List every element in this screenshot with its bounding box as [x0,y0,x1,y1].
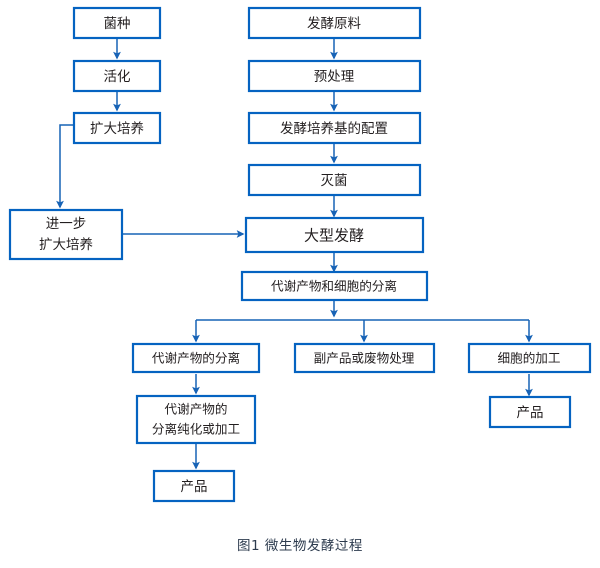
node-pretreatment[interactable]: 预处理 [247,59,422,93]
node-expand-culture-label: 扩大培养 [90,121,144,137]
node-cell-processing-label: 细胞的加工 [498,351,561,366]
node-metabolite-separation-label: 代谢产物的分离 [152,351,240,366]
edge-layer [56,38,533,470]
node-further-expand-culture-label-line1: 进一步 [46,216,87,232]
node-further-expand-culture-label-line2: 扩大培养 [39,237,93,253]
node-large-fermentation-label: 大型发酵 [304,227,364,245]
node-purification-label-line2: 分离纯化或加工 [152,422,240,437]
node-product-right[interactable]: 产品 [488,395,572,429]
node-further-expand-culture[interactable]: 进一步 扩大培养 [8,208,124,261]
node-strain[interactable]: 菌种 [72,6,162,40]
node-strain-label: 菌种 [104,16,131,32]
node-product-left-label: 产品 [181,479,208,495]
node-byproduct-waste[interactable]: 副产品或废物处理 [293,342,436,374]
node-raw-material[interactable]: 发酵原料 [247,6,422,40]
figure-caption: 图1 微生物发酵过程 [237,538,363,554]
node-activation-label: 活化 [104,69,131,85]
node-separation[interactable]: 代谢产物和细胞的分离 [240,270,429,302]
node-pretreatment-label: 预处理 [314,69,355,85]
edge-expand-culture-to-further-expand [56,124,74,209]
node-purification-label-line1: 代谢产物的 [165,402,228,417]
node-expand-culture[interactable]: 扩大培养 [72,111,162,145]
node-separation-label: 代谢产物和细胞的分离 [271,279,397,294]
node-sterilization-label: 灭菌 [321,173,348,189]
node-raw-material-label: 发酵原料 [307,16,361,32]
node-sterilization[interactable]: 灭菌 [247,163,422,197]
node-medium-preparation-label: 发酵培养基的配置 [280,120,388,137]
node-purification[interactable]: 代谢产物的 分离纯化或加工 [135,394,257,445]
node-product-left[interactable]: 产品 [152,469,236,503]
node-cell-processing[interactable]: 细胞的加工 [467,342,592,374]
node-activation[interactable]: 活化 [72,59,162,93]
node-medium-preparation[interactable]: 发酵培养基的配置 [247,111,422,145]
node-large-fermentation[interactable]: 大型发酵 [244,216,425,254]
node-byproduct-waste-label: 副产品或废物处理 [314,351,415,366]
node-metabolite-separation[interactable]: 代谢产物的分离 [131,342,261,374]
node-product-right-label: 产品 [517,405,544,421]
